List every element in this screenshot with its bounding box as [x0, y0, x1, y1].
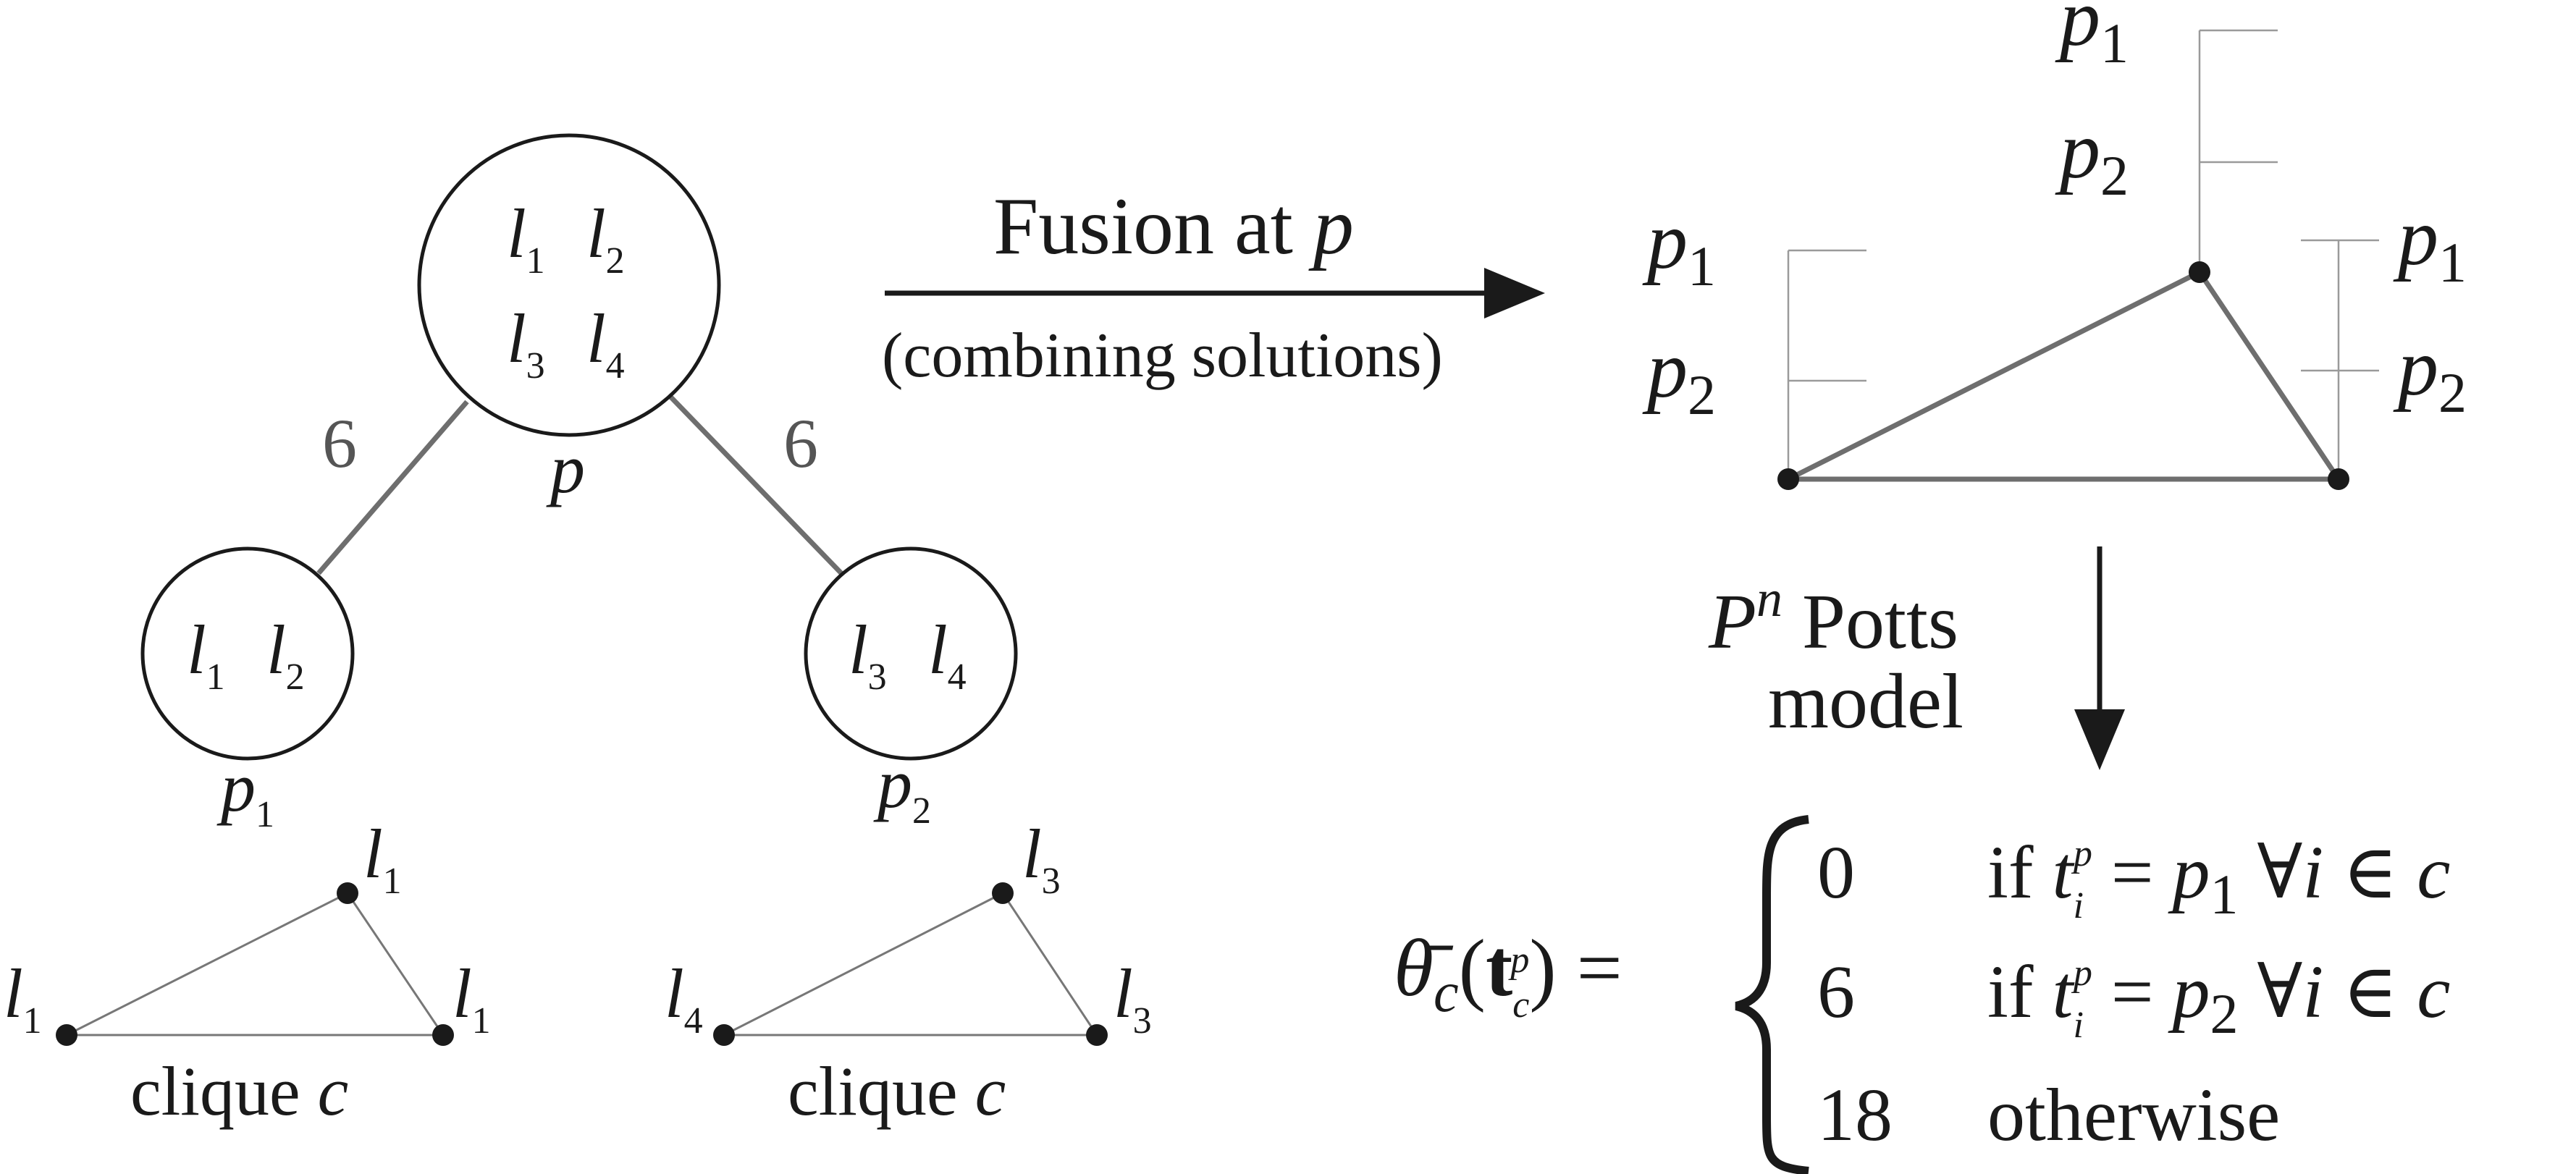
- tick-label-top-p1: p1: [2055, 0, 2129, 75]
- case-value-2: 6: [1817, 950, 1855, 1034]
- equation-lhs: θ̄c(tcp) =: [1394, 924, 1622, 1026]
- tree: l1 l2 l3 l4 p l1 l2 p1 l3 l4 p2 6 6: [140, 133, 1018, 835]
- clique-left-vertex-label: l1: [4, 955, 42, 1042]
- fusion-arrow-label: Fusion at p: [993, 182, 1354, 271]
- clique-left-vertex-label: l1: [453, 955, 491, 1042]
- case-value-3: 18: [1817, 1073, 1893, 1157]
- clique-left-vertex: [432, 1024, 454, 1046]
- root-label-1: l1: [507, 195, 545, 282]
- clique-right: l4 l3 l3 clique c: [665, 815, 1152, 1130]
- equation: θ̄c(tcp) = 0 6 18 if tip = p1 ∀i ∈ c if …: [1394, 815, 2450, 1174]
- potts-arrow: Pn Potts model: [1708, 546, 2125, 770]
- tick-label-right-p1: p1: [2393, 193, 2467, 294]
- clique-right-triangle: [723, 892, 1099, 1036]
- potts-arrow-label: Pn Potts: [1708, 570, 1958, 665]
- clique-right-vertex: [992, 882, 1014, 904]
- tick-label-right-p2: p2: [2393, 323, 2467, 424]
- root-label-2: l2: [586, 195, 625, 282]
- child-p1-name: p1: [216, 748, 274, 835]
- child-p2-label-1: l3: [849, 611, 887, 698]
- tree-edge-right: [668, 394, 843, 575]
- potts-arrow-label-line2: model: [1768, 659, 1963, 745]
- clique-right-vertex: [713, 1024, 735, 1046]
- tick-label-left-p1: p1: [1642, 196, 1716, 297]
- root-node: [417, 133, 721, 437]
- child-p1-label-2: l2: [266, 611, 305, 698]
- fusion-arrow-sublabel: (combining solutions): [882, 321, 1443, 391]
- fused-clique-vertex: [2328, 468, 2349, 490]
- clique-left-triangle: [66, 892, 445, 1036]
- clique-left-vertex: [337, 882, 358, 904]
- fused-clique: p1 p2 p1 p2 p1 p2: [1642, 0, 2467, 490]
- clique-right-caption: clique c: [788, 1052, 1006, 1130]
- fused-clique-triangle: [1787, 269, 2344, 482]
- case-condition-2: if tip = p2 ∀i ∈ c: [1987, 950, 2450, 1046]
- child-p2-name: p2: [873, 745, 931, 832]
- tree-edge-left: [316, 400, 469, 575]
- clique-left-vertex-label: l1: [363, 815, 402, 902]
- clique-right-vertex: [1086, 1024, 1108, 1046]
- clique-left-vertex: [56, 1024, 77, 1046]
- edge-weight-right: 6: [783, 405, 818, 482]
- clique-right-vertex-label: l3: [1114, 955, 1152, 1042]
- child-node-p2: [804, 546, 1018, 761]
- case-condition-1: if tip = p1 ∀i ∈ c: [1987, 831, 2450, 926]
- tick-label-left-p2: p2: [1642, 325, 1716, 426]
- root-label-3: l3: [507, 300, 545, 387]
- clique-left-caption: clique c: [130, 1052, 348, 1130]
- fused-clique-vertex: [2189, 261, 2210, 283]
- tick-label-top-p2: p2: [2055, 106, 2129, 207]
- fused-clique-vertex: [1777, 468, 1799, 490]
- fusion-arrow: Fusion at p (combining solutions): [882, 182, 1545, 391]
- clique-right-vertex-label: l4: [665, 955, 703, 1042]
- clique-left: l1 l1 l1 clique c: [4, 815, 491, 1130]
- root-name: p: [546, 430, 585, 507]
- case-value-1: 0: [1817, 831, 1855, 914]
- child-p2-label-2: l4: [928, 611, 967, 698]
- child-p1-label-1: l1: [187, 611, 225, 698]
- edge-weight-left: 6: [322, 405, 357, 482]
- equation-brace: [1735, 815, 1809, 1174]
- case-condition-3: otherwise: [1987, 1073, 2280, 1157]
- clique-right-vertex-label: l3: [1022, 815, 1061, 902]
- child-node-p1: [140, 546, 355, 761]
- root-label-4: l4: [586, 300, 625, 387]
